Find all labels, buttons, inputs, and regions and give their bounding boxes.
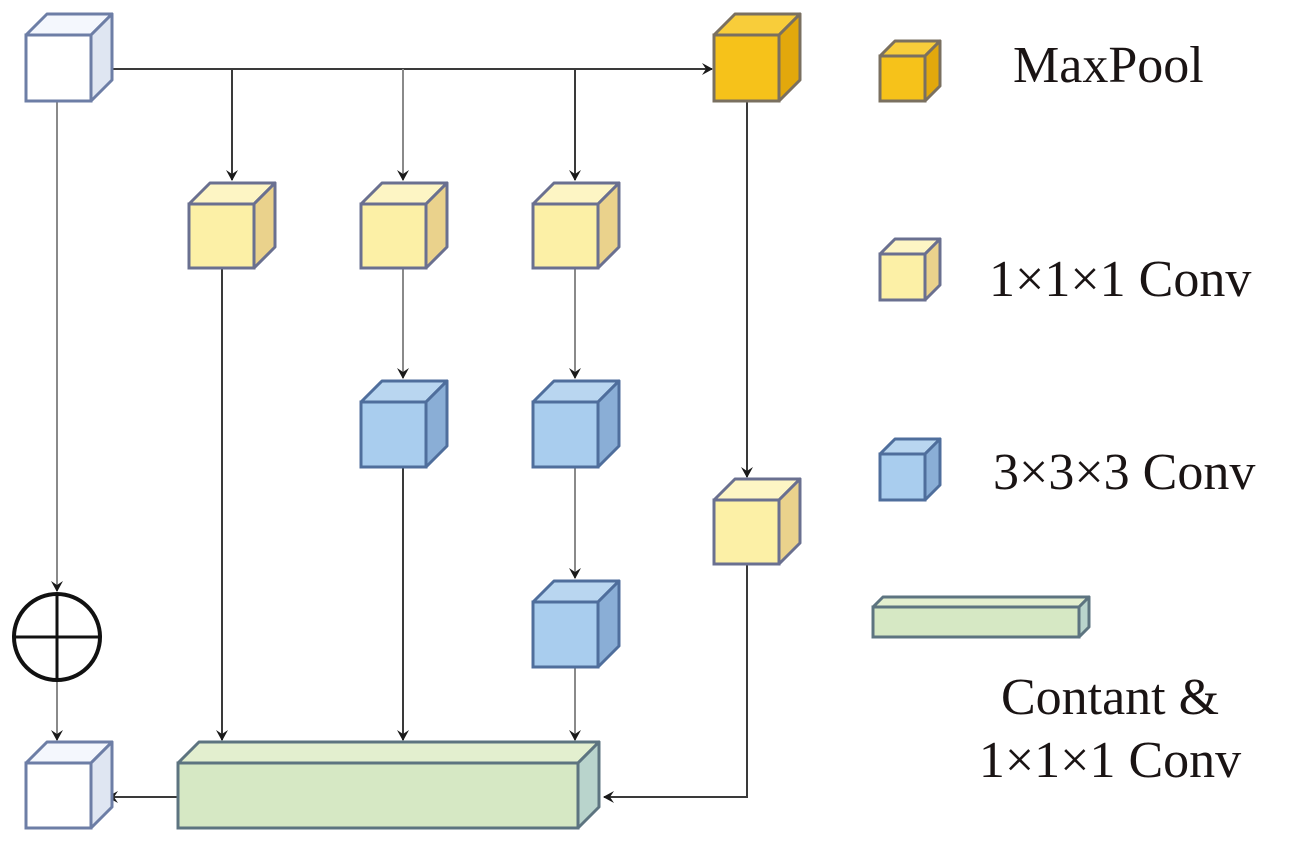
block-output [24,740,114,830]
legend-swatch-conv3-front-face [878,452,927,502]
blocks [12,12,802,830]
legend-label-concat-line1: Contant & [1000,669,1220,726]
legend-swatch-conv1-front-face [878,252,927,302]
legend-label-maxpool: MaxPool [1013,37,1204,94]
block-conv1-pool-front-face [712,498,781,566]
legend-label-concat-line2: 1×1×1 Conv [978,732,1242,789]
block-concat [176,740,601,830]
block-conv1-c-front-face [531,202,600,270]
block-output-front-face [24,761,93,830]
block-conv1-a [187,181,277,270]
legend-label-conv1: 1×1×1 Conv [989,251,1252,308]
block-input-front-face [24,33,93,103]
block-conv1-c [531,181,621,270]
legend-swatch-maxpool [878,39,942,103]
legend-swatch-conv1 [878,237,942,302]
block-concat-front-face [176,761,580,830]
block-maxpool [712,12,802,103]
block-conv3-c2-front-face [531,600,600,669]
block-conv3-b1-front-face [359,400,428,469]
edge-conv1pool-concat [603,564,748,803]
connections [51,63,753,803]
block-conv1-b-front-face [359,202,428,270]
legend-swatch-concat-front-face [871,605,1081,639]
block-maxpool-front-face [712,33,781,103]
block-conv3-c1-front-face [531,400,600,469]
block-conv3-b1 [359,379,449,469]
block-conv3-c1 [531,379,621,469]
block-conv1-b [359,181,449,270]
legend-label-conv3: 3×3×3 Conv [993,444,1256,501]
block-conv1-pool [712,477,802,566]
block-conv3-c2 [531,579,621,669]
legend [871,39,1091,639]
legend-swatch-concat [871,595,1091,639]
block-conv1-a-front-face [187,202,256,270]
legend-swatch-maxpool-front-face [878,54,927,103]
block-input [24,12,114,103]
legend-swatch-conv3 [878,437,942,502]
add-operation-icon [12,592,102,682]
block-concat-top-face [176,740,601,765]
